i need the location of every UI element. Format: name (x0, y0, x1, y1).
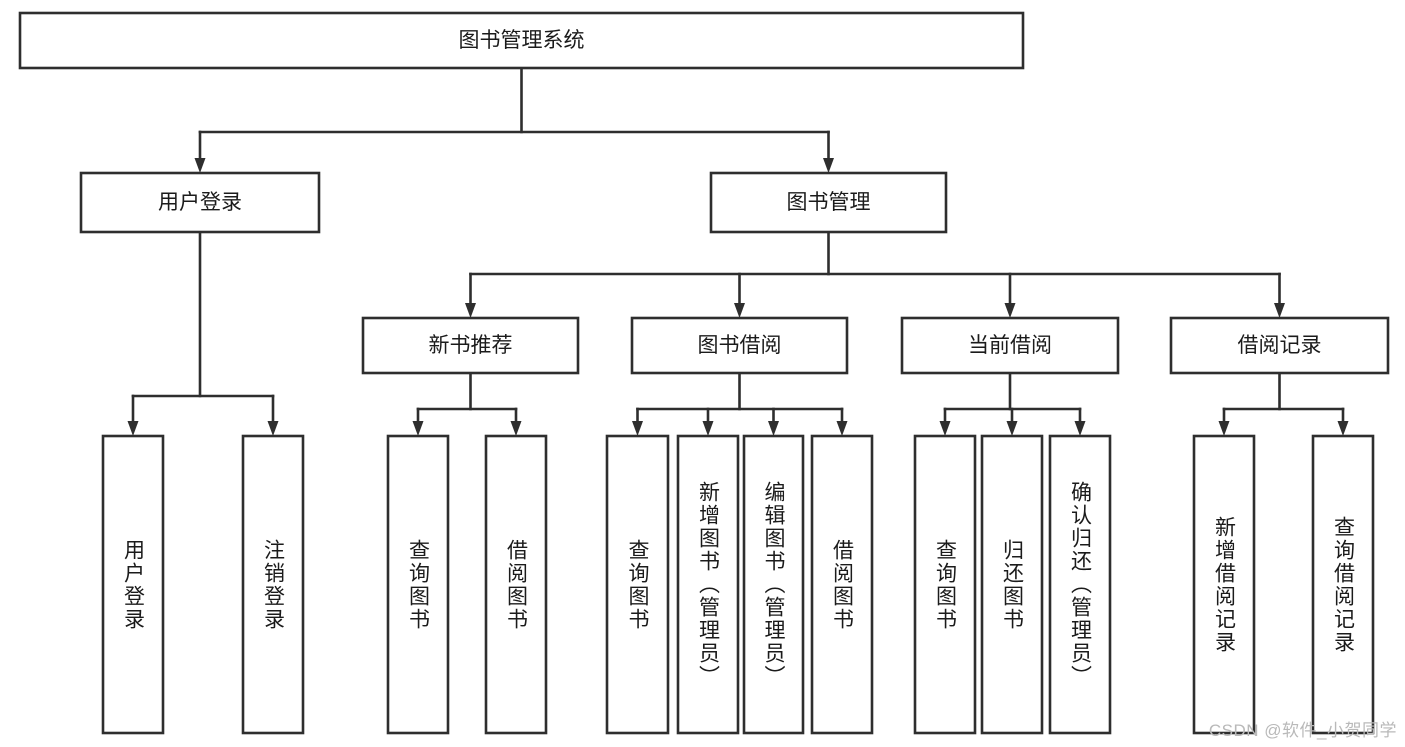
arrow-head-icon (465, 303, 476, 318)
arrow-head-icon (1004, 303, 1016, 318)
node-leaf-query-book-borrow[interactable] (605, 434, 670, 735)
arrow-head-icon (1218, 421, 1230, 436)
connector-user-login (127, 230, 279, 436)
arrow-head-icon (939, 421, 951, 436)
node-label: 用户登录 (158, 191, 242, 214)
arrow-head-icon (267, 421, 279, 436)
node-box (18, 11, 1025, 70)
arrow-head-icon (1006, 421, 1018, 436)
connector-root (194, 66, 834, 173)
node-box (1048, 434, 1112, 735)
node-new-book-recommend[interactable]: 新书推荐 (361, 316, 580, 375)
arrow-head-icon (632, 421, 643, 436)
node-borrow-record[interactable]: 借阅记录 (1169, 316, 1390, 375)
arrow-head-icon (1274, 303, 1285, 318)
node-box (605, 434, 670, 735)
connector-layer (127, 66, 1349, 436)
node-box (900, 316, 1120, 375)
node-box (742, 434, 805, 735)
node-box (810, 434, 874, 735)
node-box (484, 434, 548, 735)
arrow-head-icon (836, 421, 848, 436)
node-leaf-borrow-book-recommend[interactable] (484, 434, 548, 735)
node-leaf-user-logout[interactable] (241, 434, 305, 735)
node-box (980, 434, 1044, 735)
node-leaf-user-login[interactable] (101, 434, 165, 735)
watermark-text: CSDN @软件_小贺同学 (1208, 721, 1397, 740)
node-label: 图书借阅 (698, 334, 782, 357)
node-leaf-add-book-admin[interactable] (676, 434, 740, 735)
node-box (913, 434, 977, 735)
node-box (1192, 434, 1256, 735)
node-leaf-confirm-return-admin[interactable] (1048, 434, 1112, 735)
node-box (630, 316, 849, 375)
node-leaf-borrow-book[interactable] (810, 434, 874, 735)
node-box (361, 316, 580, 375)
node-user-login[interactable]: 用户登录 (79, 171, 321, 234)
node-root[interactable]: 图书管理系统 (18, 11, 1025, 70)
node-box (1311, 434, 1375, 735)
arrow-head-icon (1074, 421, 1086, 436)
node-label: 借阅记录 (1238, 334, 1322, 357)
connector-borrow-record (1218, 371, 1349, 436)
node-book-management[interactable]: 图书管理 (709, 171, 948, 234)
arrow-head-icon (768, 421, 779, 436)
node-label: 图书管理系统 (459, 29, 585, 52)
node-leaf-return-book[interactable] (980, 434, 1044, 735)
node-leaf-query-book-current[interactable] (913, 434, 977, 735)
node-box (1169, 316, 1390, 375)
arrow-head-icon (734, 303, 745, 318)
connector-current-borrow (939, 371, 1086, 436)
node-label: 新书推荐 (429, 334, 513, 357)
node-label: 当前借阅 (968, 334, 1052, 357)
node-label: 图书管理 (787, 191, 871, 214)
node-leaf-add-borrow-record[interactable] (1192, 434, 1256, 735)
node-box (101, 434, 165, 735)
arrow-head-icon (510, 421, 522, 436)
arrow-head-icon (1337, 421, 1349, 436)
node-book-borrow[interactable]: 图书借阅 (630, 316, 849, 375)
arrow-head-icon (702, 421, 714, 436)
arrow-head-icon (412, 421, 424, 436)
arrow-head-icon (823, 158, 834, 173)
node-box (709, 171, 948, 234)
connector-book-management (465, 230, 1285, 318)
node-leaf-edit-book-admin[interactable] (742, 434, 805, 735)
node-box (79, 171, 321, 234)
node-box (386, 434, 450, 735)
node-leaf-query-borrow-record[interactable] (1311, 434, 1375, 735)
connector-new-book-recommend (412, 371, 522, 436)
node-current-borrow[interactable]: 当前借阅 (900, 316, 1120, 375)
connector-book-borrow (632, 371, 848, 436)
node-leaf-query-book-recommend[interactable] (386, 434, 450, 735)
node-box (241, 434, 305, 735)
node-box (676, 434, 740, 735)
arrow-head-icon (194, 158, 206, 173)
arrow-head-icon (127, 421, 139, 436)
